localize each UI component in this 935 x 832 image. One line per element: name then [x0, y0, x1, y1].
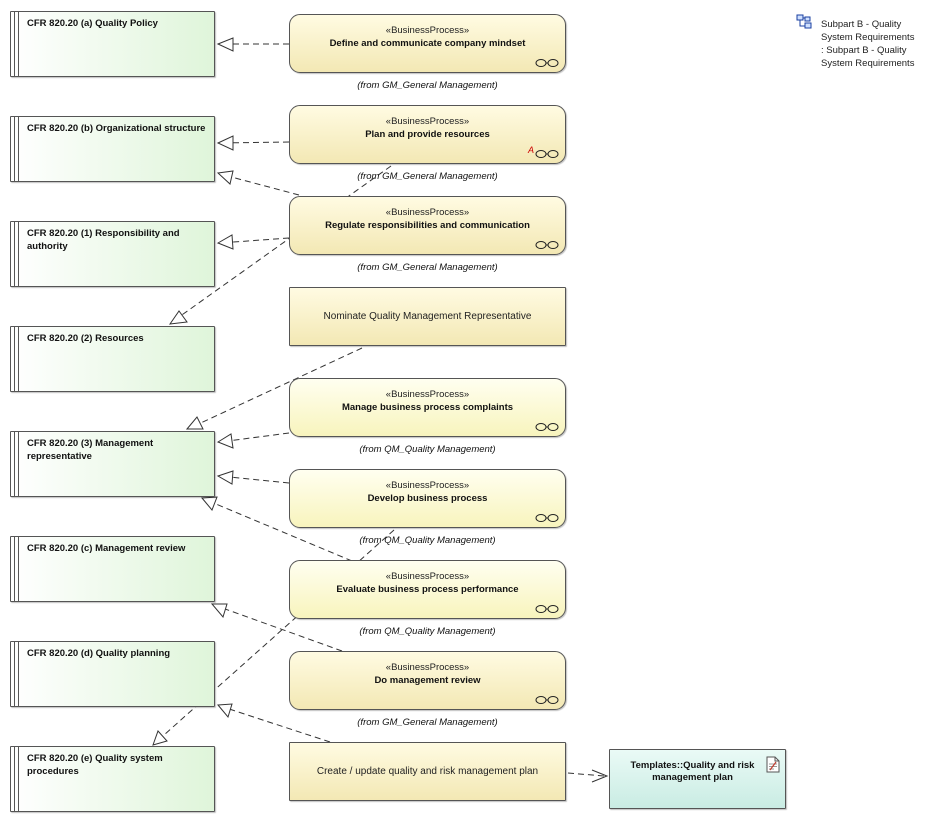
requirement-title: CFR 820.20 (e) Quality system procedures [27, 753, 163, 777]
arrowhead [216, 433, 234, 449]
process-name: Evaluate business process performance [336, 584, 519, 595]
legend-text: Subpart B - Quality System Requirements … [821, 18, 933, 70]
realization-connector [203, 498, 353, 562]
requirement-title: CFR 820.20 (3) Management representative [27, 438, 154, 462]
business-process-develop[interactable]: «BusinessProcess» Develop business proce… [289, 469, 566, 528]
arrowhead [216, 703, 233, 719]
legend-line: System Requirements [821, 32, 915, 43]
stereotype-label: «BusinessProcess» [385, 25, 470, 36]
stereotype-label: «BusinessProcess» [385, 571, 470, 582]
activity-create-risk-plan[interactable]: Create / update quality and risk managem… [289, 742, 566, 801]
arrowhead [152, 730, 168, 746]
arrowhead [216, 135, 234, 151]
activity-nominate-qm-representative[interactable]: Nominate Quality Management Representati… [289, 287, 566, 346]
dependency-arrowhead [591, 769, 609, 783]
link-icon [535, 150, 559, 158]
from-package-label: (from QM_Quality Management) [359, 535, 496, 546]
business-process-regulate-responsibilities[interactable]: «BusinessProcess» Regulate responsibilit… [289, 196, 566, 255]
link-icon [535, 241, 559, 249]
realization-connector [189, 347, 363, 429]
requirement-title: CFR 820.20 (a) Quality Policy [27, 18, 158, 29]
process-name: Develop business process [367, 493, 488, 504]
warning-icon: A [527, 145, 534, 155]
legend-line: System Requirements [821, 58, 915, 69]
process-name: Manage business process complaints [341, 402, 514, 413]
activity-name: Nominate Quality Management Representati… [323, 311, 532, 322]
link-icon [535, 59, 559, 67]
requirement-management-review[interactable]: CFR 820.20 (c) Management review [10, 536, 215, 602]
stereotype-label: «BusinessProcess» [385, 480, 470, 491]
link-icon [535, 605, 559, 613]
stereotype-label: «BusinessProcess» [385, 116, 470, 127]
from-package-label: (from GM_General Management) [357, 717, 498, 728]
requirement-quality-policy[interactable]: CFR 820.20 (a) Quality Policy [10, 11, 215, 77]
business-process-manage-complaints[interactable]: «BusinessProcess» Manage business proces… [289, 378, 566, 437]
arrowhead [216, 470, 234, 485]
realization-connector [219, 432, 290, 443]
arrowhead [216, 37, 234, 52]
stereotype-label: «BusinessProcess» [385, 389, 470, 400]
process-name: Regulate responsibilities and communicat… [325, 220, 530, 231]
stereotype-label: «BusinessProcess» [385, 662, 470, 673]
requirement-responsibility-authority[interactable]: CFR 820.20 (1) Responsibility and author… [10, 221, 215, 287]
document-icon [766, 756, 780, 773]
realization-connector [171, 165, 392, 323]
realization-connector [219, 173, 300, 196]
realization-connector [219, 141, 290, 144]
business-process-evaluate-performance[interactable]: «BusinessProcess» Evaluate business proc… [289, 560, 566, 619]
requirement-quality-system-procedures[interactable]: CFR 820.20 (e) Quality system procedures [10, 746, 215, 812]
arrowhead [216, 170, 234, 185]
arrowhead [210, 603, 228, 619]
requirement-quality-planning[interactable]: CFR 820.20 (d) Quality planning [10, 641, 215, 707]
arrowhead [185, 416, 204, 430]
arrowhead [168, 310, 188, 325]
requirement-resources[interactable]: CFR 820.20 (2) Resources [10, 326, 215, 392]
from-package-label: (from GM_General Management) [357, 262, 498, 273]
arrowhead [216, 234, 234, 250]
requirement-title: CFR 820.20 (b) Organizational structure [27, 123, 206, 134]
activity-name: Create / update quality and risk managem… [316, 766, 539, 777]
requirement-title: CFR 820.20 (2) Resources [27, 333, 144, 344]
realization-connector [213, 604, 343, 652]
artifact-quality-risk-plan[interactable]: Templates::Quality and risk management p… [609, 749, 786, 809]
link-icon [535, 696, 559, 704]
package-icon [796, 14, 812, 29]
artifact-title: Templates::Quality and risk management p… [630, 760, 755, 783]
dependency-connector [567, 772, 605, 777]
from-package-label: (from GM_General Management) [357, 171, 498, 182]
business-process-management-review[interactable]: «BusinessProcess» Do management review [289, 651, 566, 710]
from-package-label: (from QM_Quality Management) [359, 626, 496, 637]
link-icon [535, 514, 559, 522]
requirement-title: CFR 820.20 (c) Management review [27, 543, 186, 554]
requirement-organizational-structure[interactable]: CFR 820.20 (b) Organizational structure [10, 116, 215, 182]
process-name: Define and communicate company mindset [329, 38, 526, 49]
legend-line: Subpart B - Quality [821, 19, 902, 30]
business-process-define-mindset[interactable]: «BusinessProcess» Define and communicate… [289, 14, 566, 73]
stereotype-label: «BusinessProcess» [385, 207, 470, 218]
process-name: Do management review [374, 675, 481, 686]
from-package-label: (from GM_General Management) [357, 80, 498, 91]
link-icon [535, 423, 559, 431]
from-package-label: (from QM_Quality Management) [359, 444, 496, 455]
arrowhead [200, 496, 218, 511]
requirement-title: CFR 820.20 (1) Responsibility and author… [27, 228, 180, 252]
realization-connector [219, 237, 290, 244]
requirement-management-representative[interactable]: CFR 820.20 (3) Management representative [10, 431, 215, 497]
business-process-plan-resources[interactable]: «BusinessProcess» Plan and provide resou… [289, 105, 566, 164]
realization-connector [219, 475, 290, 484]
requirement-title: CFR 820.20 (d) Quality planning [27, 648, 171, 659]
legend-line: : Subpart B - Quality [821, 45, 907, 56]
process-name: Plan and provide resources [365, 129, 490, 140]
